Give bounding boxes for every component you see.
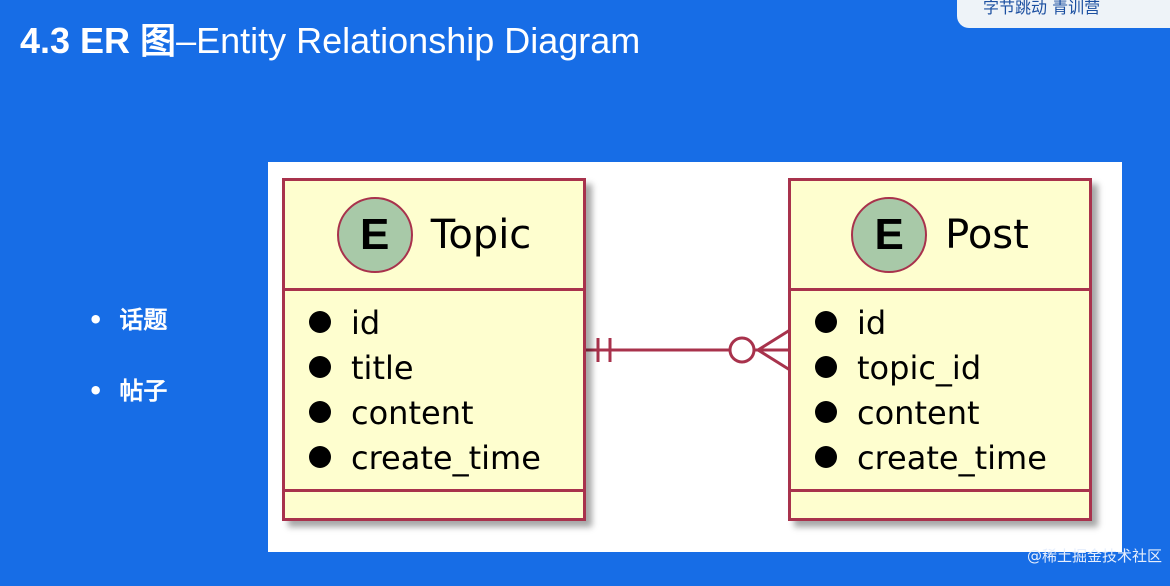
entity-icon: E [851,196,928,273]
bullet-item: 帖子 [88,371,167,406]
attribute: title [309,346,583,391]
attribute: id [309,301,583,346]
entity-icon: E [336,196,413,273]
attribute: content [815,391,1089,436]
attribute: topic_id [815,346,1089,391]
entity-post: E Post id topic_id content create_time [788,178,1092,521]
attribute: id [815,301,1089,346]
entity-name: Post [945,211,1029,258]
bullet-list: 话题 帖子 [88,300,167,442]
brand-banner: 字节跳动 青训营 [957,0,1170,28]
er-diagram: E Topic id title content create_time E Pos… [268,162,1122,552]
title-text: –Entity Relationship Diagram [176,20,641,61]
relationship-line [586,328,791,372]
title-number: 4.3 ER 图 [20,20,177,61]
entity-name: Topic [430,211,532,258]
watermark: @稀土掘金技术社区 [1026,547,1162,565]
attribute: create_time [309,436,583,481]
slide-title: 4.3 ER 图–Entity Relationship Diagram [20,12,640,64]
attribute: create_time [815,436,1089,481]
attribute: content [309,391,583,436]
entity-topic: E Topic id title content create_time [282,178,586,521]
bullet-item: 话题 [88,300,167,335]
